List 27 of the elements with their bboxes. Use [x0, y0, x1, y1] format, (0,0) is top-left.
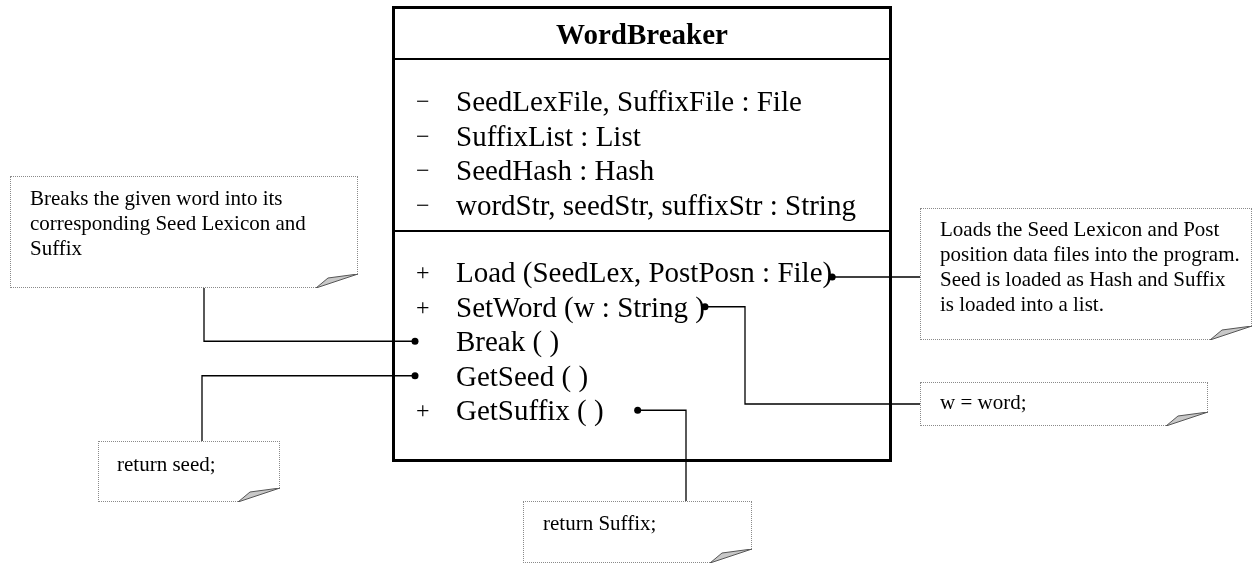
- visibility-sign: −: [415, 190, 430, 220]
- leader-line: [634, 406, 687, 502]
- note-text: return seed;: [117, 452, 217, 477]
- visibility-sign: −: [415, 87, 430, 117]
- leader-line: [828, 273, 921, 281]
- leader-line: [701, 303, 921, 405]
- operation: GetSuffix ( ): [456, 394, 604, 427]
- operation: GetSeed ( ): [456, 359, 589, 392]
- visibility-sign: −: [415, 121, 430, 151]
- visibility-sign: +: [416, 292, 430, 322]
- class-name: WordBreaker: [556, 16, 728, 51]
- attribute: SeedHash : Hash: [456, 154, 655, 187]
- operation: Break ( ): [456, 325, 560, 358]
- leader-line: [203, 287, 419, 345]
- attribute: SuffixList : List: [456, 119, 641, 152]
- note-text: Loads the Seed Lexicon and Post position data files into the program. Seed is loaded as Hash and Suffix is loaded into a list.: [940, 217, 1241, 317]
- leader-line: [201, 372, 419, 442]
- note-text: return Suffix;: [543, 511, 658, 536]
- note-text: w = word;: [940, 390, 1028, 415]
- attribute: SeedLexFile, SuffixFile : File: [456, 85, 802, 118]
- attribute: wordStr, seedStr, suffixStr : String: [456, 188, 856, 221]
- class-box: [392, 6, 892, 462]
- visibility-sign: +: [416, 258, 430, 288]
- visibility-sign: +: [416, 396, 430, 426]
- note-text: Breaks the given word into its corresponding Seed Lexicon and Suffix: [30, 186, 307, 261]
- visibility-sign: −: [415, 156, 430, 186]
- operation: Load (SeedLex, PostPosn : File): [456, 256, 833, 289]
